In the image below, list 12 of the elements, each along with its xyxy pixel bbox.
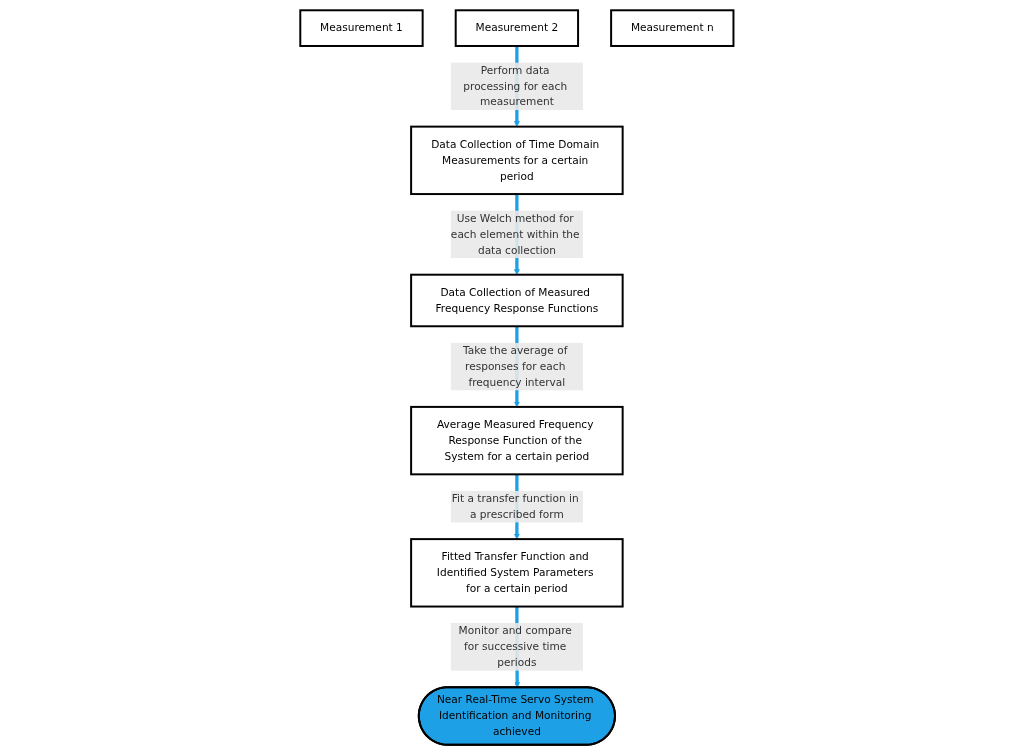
node-box: Measurement 1 — [298, 9, 424, 47]
node-box: Fitted Transfer Function and Identified System Parameters for a certain period — [409, 538, 624, 608]
node-box: Measurement 2 — [454, 9, 579, 47]
edge-label: Take the average of responses for each frequency interval — [462, 344, 568, 389]
node-box: Average Measured Frequency Response Function of the System for a certain period — [409, 405, 624, 476]
node-box: Measurement n — [609, 9, 735, 47]
edge-label: Perform data processing for each measurement — [462, 63, 567, 109]
edge-label: Fit a transfer function in a prescribed form — [451, 492, 579, 521]
node-box: Data Collection of Measured Frequency Response Functions — [409, 273, 624, 328]
node-box: Data Collection of Time Domain Measurements for a certain period — [409, 125, 624, 196]
edge-label: Use Welch method for each element within the data collection — [450, 211, 580, 257]
edge-label: Monitor and compare for successive time periods — [458, 624, 572, 669]
